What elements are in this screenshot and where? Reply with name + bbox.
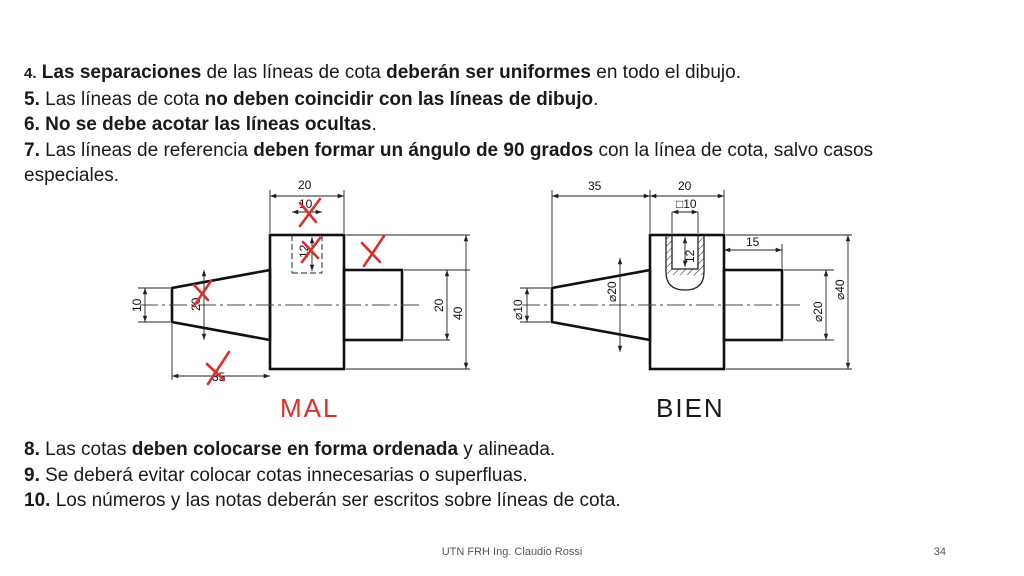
bien-dim-d10: ⌀10 — [511, 299, 525, 320]
rule-text: con la línea de cota, salvo casos — [593, 139, 874, 161]
rule-text: 6. No se debe acotar las líneas ocultas — [24, 114, 372, 135]
rule-text: 10. — [24, 490, 51, 511]
footer-author: UTN FRH Ing. Claudio Rossi — [441, 546, 583, 558]
bien-dim-right15: 15 — [746, 235, 760, 249]
rule-text: . — [371, 114, 377, 135]
mal-label: MAL — [280, 393, 339, 423]
rule-text: deben formar un ángulo de 90 grados — [253, 139, 594, 161]
rule-text: 9. — [24, 464, 40, 486]
rule-text: Los números y las notas deberán ser escr… — [50, 490, 621, 511]
rule-text: deberán ser uniformes — [386, 62, 591, 83]
rule-5: 5. Las líneas de cota no deben coincidir… — [24, 87, 1004, 113]
mal-dim-left10: 10 — [130, 298, 144, 312]
bien-label: BIEN — [656, 393, 725, 423]
rule-4: 4. Las separaciones de las líneas de cot… — [24, 60, 1004, 87]
bien-dim-square10: □10 — [676, 197, 697, 211]
rule-text: y alineada. — [458, 439, 556, 460]
rules-top: 4. Las separaciones de las líneas de cot… — [24, 60, 1004, 189]
rule-8: 8. Las cotas deben colocarse en forma or… — [24, 437, 1004, 463]
rule-text: Las líneas de referencia — [39, 139, 254, 161]
mal-dim-top20: 20 — [298, 178, 312, 192]
bien-dim-d20a: ⌀20 — [605, 281, 619, 302]
figure-mal: 20 10 12 10 20 20 40 35 MAL — [130, 178, 470, 423]
page-number: 34 — [933, 546, 946, 558]
rule-6: 6. No se debe acotar las líneas ocultas. — [24, 112, 1004, 138]
rule-10: 10. Los números y las notas deberán ser … — [24, 488, 1004, 514]
rule-9: 9. Se deberá evitar colocar cotas innece… — [24, 463, 1004, 489]
rule-text: especiales. — [24, 165, 120, 186]
mal-dim-right40: 40 — [451, 306, 465, 320]
bien-dim-depth12: 12 — [683, 249, 697, 263]
rule-text: 4. — [24, 65, 37, 82]
bien-dim-top35: 35 — [588, 179, 602, 193]
rule-text: 8. — [24, 439, 40, 460]
bien-dim-d20b: ⌀20 — [811, 301, 825, 322]
figure-bien: 35 20 □10 12 15 ⌀10 ⌀20 ⌀20 ⌀40 BIEN — [511, 179, 852, 423]
rule-text: Las líneas de cota — [39, 88, 205, 110]
rule-text: 7. — [24, 139, 40, 161]
rules-bottom: 8. Las cotas deben colocarse en forma or… — [24, 437, 1004, 514]
rule-text: Se deberá evitar colocar cotas innecesar… — [39, 464, 528, 486]
rule-text: 5. — [24, 88, 40, 110]
rule-text: no deben coincidir con las líneas de dib… — [204, 88, 594, 110]
bien-dim-top20: 20 — [678, 179, 692, 193]
rule-text: Las separaciones — [41, 62, 202, 83]
rule-text: deben colocarse en forma ordenada — [131, 439, 459, 460]
rule-7-continued: especiales. — [24, 163, 1004, 189]
rule-text: en todo el dibujo. — [590, 62, 741, 83]
mal-dim-right20: 20 — [432, 298, 446, 312]
rule-text: . — [593, 88, 599, 110]
bien-dim-d40: ⌀40 — [833, 279, 847, 300]
rule-text: Las cotas — [39, 439, 132, 460]
rule-text: de las líneas de cota — [201, 62, 387, 83]
rule-7: 7. Las líneas de referencia deben formar… — [24, 138, 1004, 164]
